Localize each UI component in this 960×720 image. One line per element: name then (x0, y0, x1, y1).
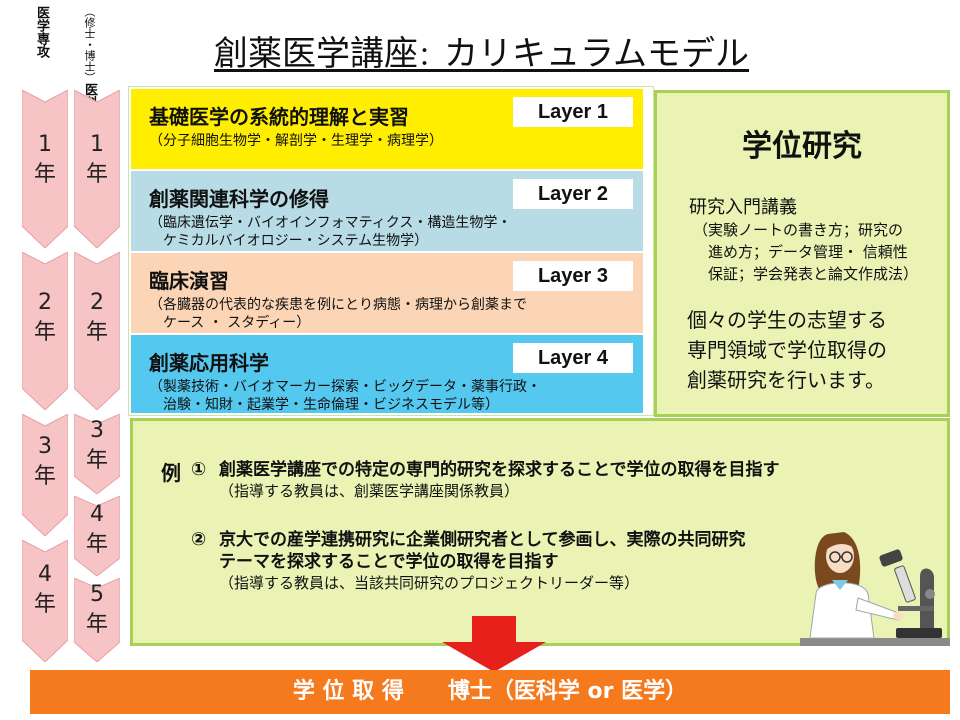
year-label: 1 年 (33, 132, 56, 187)
example-item: ① 創薬医学講座での特定の専門的研究を探求することで学位の取得を目指す （指導す… (191, 459, 780, 501)
year-chevron-medsci: 5 年 (74, 578, 120, 662)
layer-4-block: 創薬応用科学 （製薬技術・バイオマーカー探索・ビッグデータ・薬事行政・ 治験・知… (131, 335, 643, 413)
degree-result-bar: 学 位 取 得 博士（医科学 or 医学） (30, 670, 950, 714)
year-chevron-medical: 4 年 (22, 540, 68, 662)
chevron-shape (22, 414, 68, 536)
layer-3-block: 臨床演習 （各臓器の代表的な疾患を例にとり病態・病理から創薬まで ケース ・ ス… (131, 253, 643, 333)
layer-badge: Layer 3 (513, 261, 633, 291)
example-text: 創薬医学講座での特定の専門的研究を探求することで学位の取得を目指す (219, 460, 780, 480)
down-arrow-icon (442, 616, 546, 672)
layer-title: 基礎医学の系統的理解と実習 (149, 105, 409, 129)
chevron-shape (74, 252, 120, 410)
chevron-shape (74, 90, 120, 248)
year-label: 3 年 (85, 418, 108, 473)
layer-title: 創薬関連科学の修得 (149, 187, 329, 211)
example-text: 京大での産学連携研究に企業側研究者として参画し、実際の共同研究 テーマを探求する… (219, 530, 746, 572)
research-description: 個々の学生の志望する 専門領域で学位取得の 創薬研究を行います。 (687, 308, 887, 392)
degree-research-panel: 学位研究 研究入門講義 （実験ノートの書き方；研究の 進め方；データ管理・ 信頼… (654, 90, 950, 417)
layer-badge: Layer 1 (513, 97, 633, 127)
examples-label: 例 (161, 461, 181, 485)
year-chevron-medical: 1 年 (22, 90, 68, 248)
example-note: （指導する教員は、創薬医学講座関係教員） (219, 482, 520, 500)
chevron-shape (22, 90, 68, 248)
page-title: 創薬医学講座：カリキュラムモデル (214, 26, 749, 75)
research-intro-topics: （実験ノートの書き方；研究の 進め方；データ管理・ 信頼性 保証；学会発表と論文… (693, 221, 919, 283)
layers-panel: 基礎医学の系統的理解と実習 （分子細胞生物学・解剖学・生理学・病理学） Laye… (128, 86, 654, 416)
year-chevron-medsci: 3 年 (74, 414, 120, 494)
examples-panel: 例 ① 創薬医学講座での特定の専門的研究を探求することで学位の取得を目指す （指… (130, 418, 950, 646)
year-chevron-medsci: 2 年 (74, 252, 120, 410)
research-intro-title: 研究入門講義 (689, 197, 797, 218)
year-label: 4 年 (85, 502, 108, 557)
title-right: カリキュラムモデル (444, 34, 749, 74)
year-label: 5 年 (85, 582, 108, 637)
layer-subjects: （各臓器の代表的な疾患を例にとり病態・病理から創薬まで ケース ・ スタディー） (149, 297, 527, 331)
chevron-shape (22, 540, 68, 662)
scientist-microscope-icon (800, 532, 950, 646)
year-label: 2 年 (33, 290, 56, 345)
chevron-shape (74, 578, 120, 662)
layer-subjects: （製薬技術・バイオマーカー探索・ビッグデータ・薬事行政・ 治験・知財・起業学・生… (149, 379, 541, 413)
year-chevron-medsci: 4 年 (74, 496, 120, 576)
title-left: 創薬医学講座 (214, 34, 418, 74)
layer-title: 臨床演習 (149, 269, 229, 293)
year-chevron-medsci: 1 年 (74, 90, 120, 248)
column-header-medsci-sub: （修士・博士） (83, 6, 96, 83)
year-label: 4 年 (33, 562, 56, 617)
title-colon: ： (418, 42, 445, 72)
year-label: 3 年 (33, 434, 56, 489)
layer-title: 創薬応用科学 (149, 351, 269, 375)
year-label: 1 年 (85, 132, 108, 187)
layer-subjects: （臨床遺伝学・バイオインフォマティクス・構造生物学・ ケミカルバイオロジー・シス… (149, 215, 512, 249)
example-number: ② (191, 529, 207, 550)
chevron-shape (22, 252, 68, 410)
example-item: ② 京大での産学連携研究に企業側研究者として参画し、実際の共同研究 テーマを探求… (191, 529, 746, 593)
layer-2-block: 創薬関連科学の修得 （臨床遺伝学・バイオインフォマティクス・構造生物学・ ケミカ… (131, 171, 643, 251)
layer-badge: Layer 2 (513, 179, 633, 209)
chevron-shape (74, 496, 120, 576)
year-chevron-medical: 2 年 (22, 252, 68, 410)
layer-1-block: 基礎医学の系統的理解と実習 （分子細胞生物学・解剖学・生理学・病理学） Laye… (131, 89, 643, 169)
research-title: 学位研究 (742, 129, 862, 164)
year-chevron-medical: 3 年 (22, 414, 68, 536)
layer-badge: Layer 4 (513, 343, 633, 373)
example-number: ① (191, 459, 207, 480)
example-note: （指導する教員は、当該共同研究のプロジェクトリーダー等） (219, 574, 640, 592)
layer-subjects: （分子細胞生物学・解剖学・生理学・病理学） (149, 133, 443, 149)
chevron-shape (74, 414, 120, 494)
year-label: 2 年 (85, 290, 108, 345)
column-header-medical: 医学専攻 (34, 6, 49, 58)
